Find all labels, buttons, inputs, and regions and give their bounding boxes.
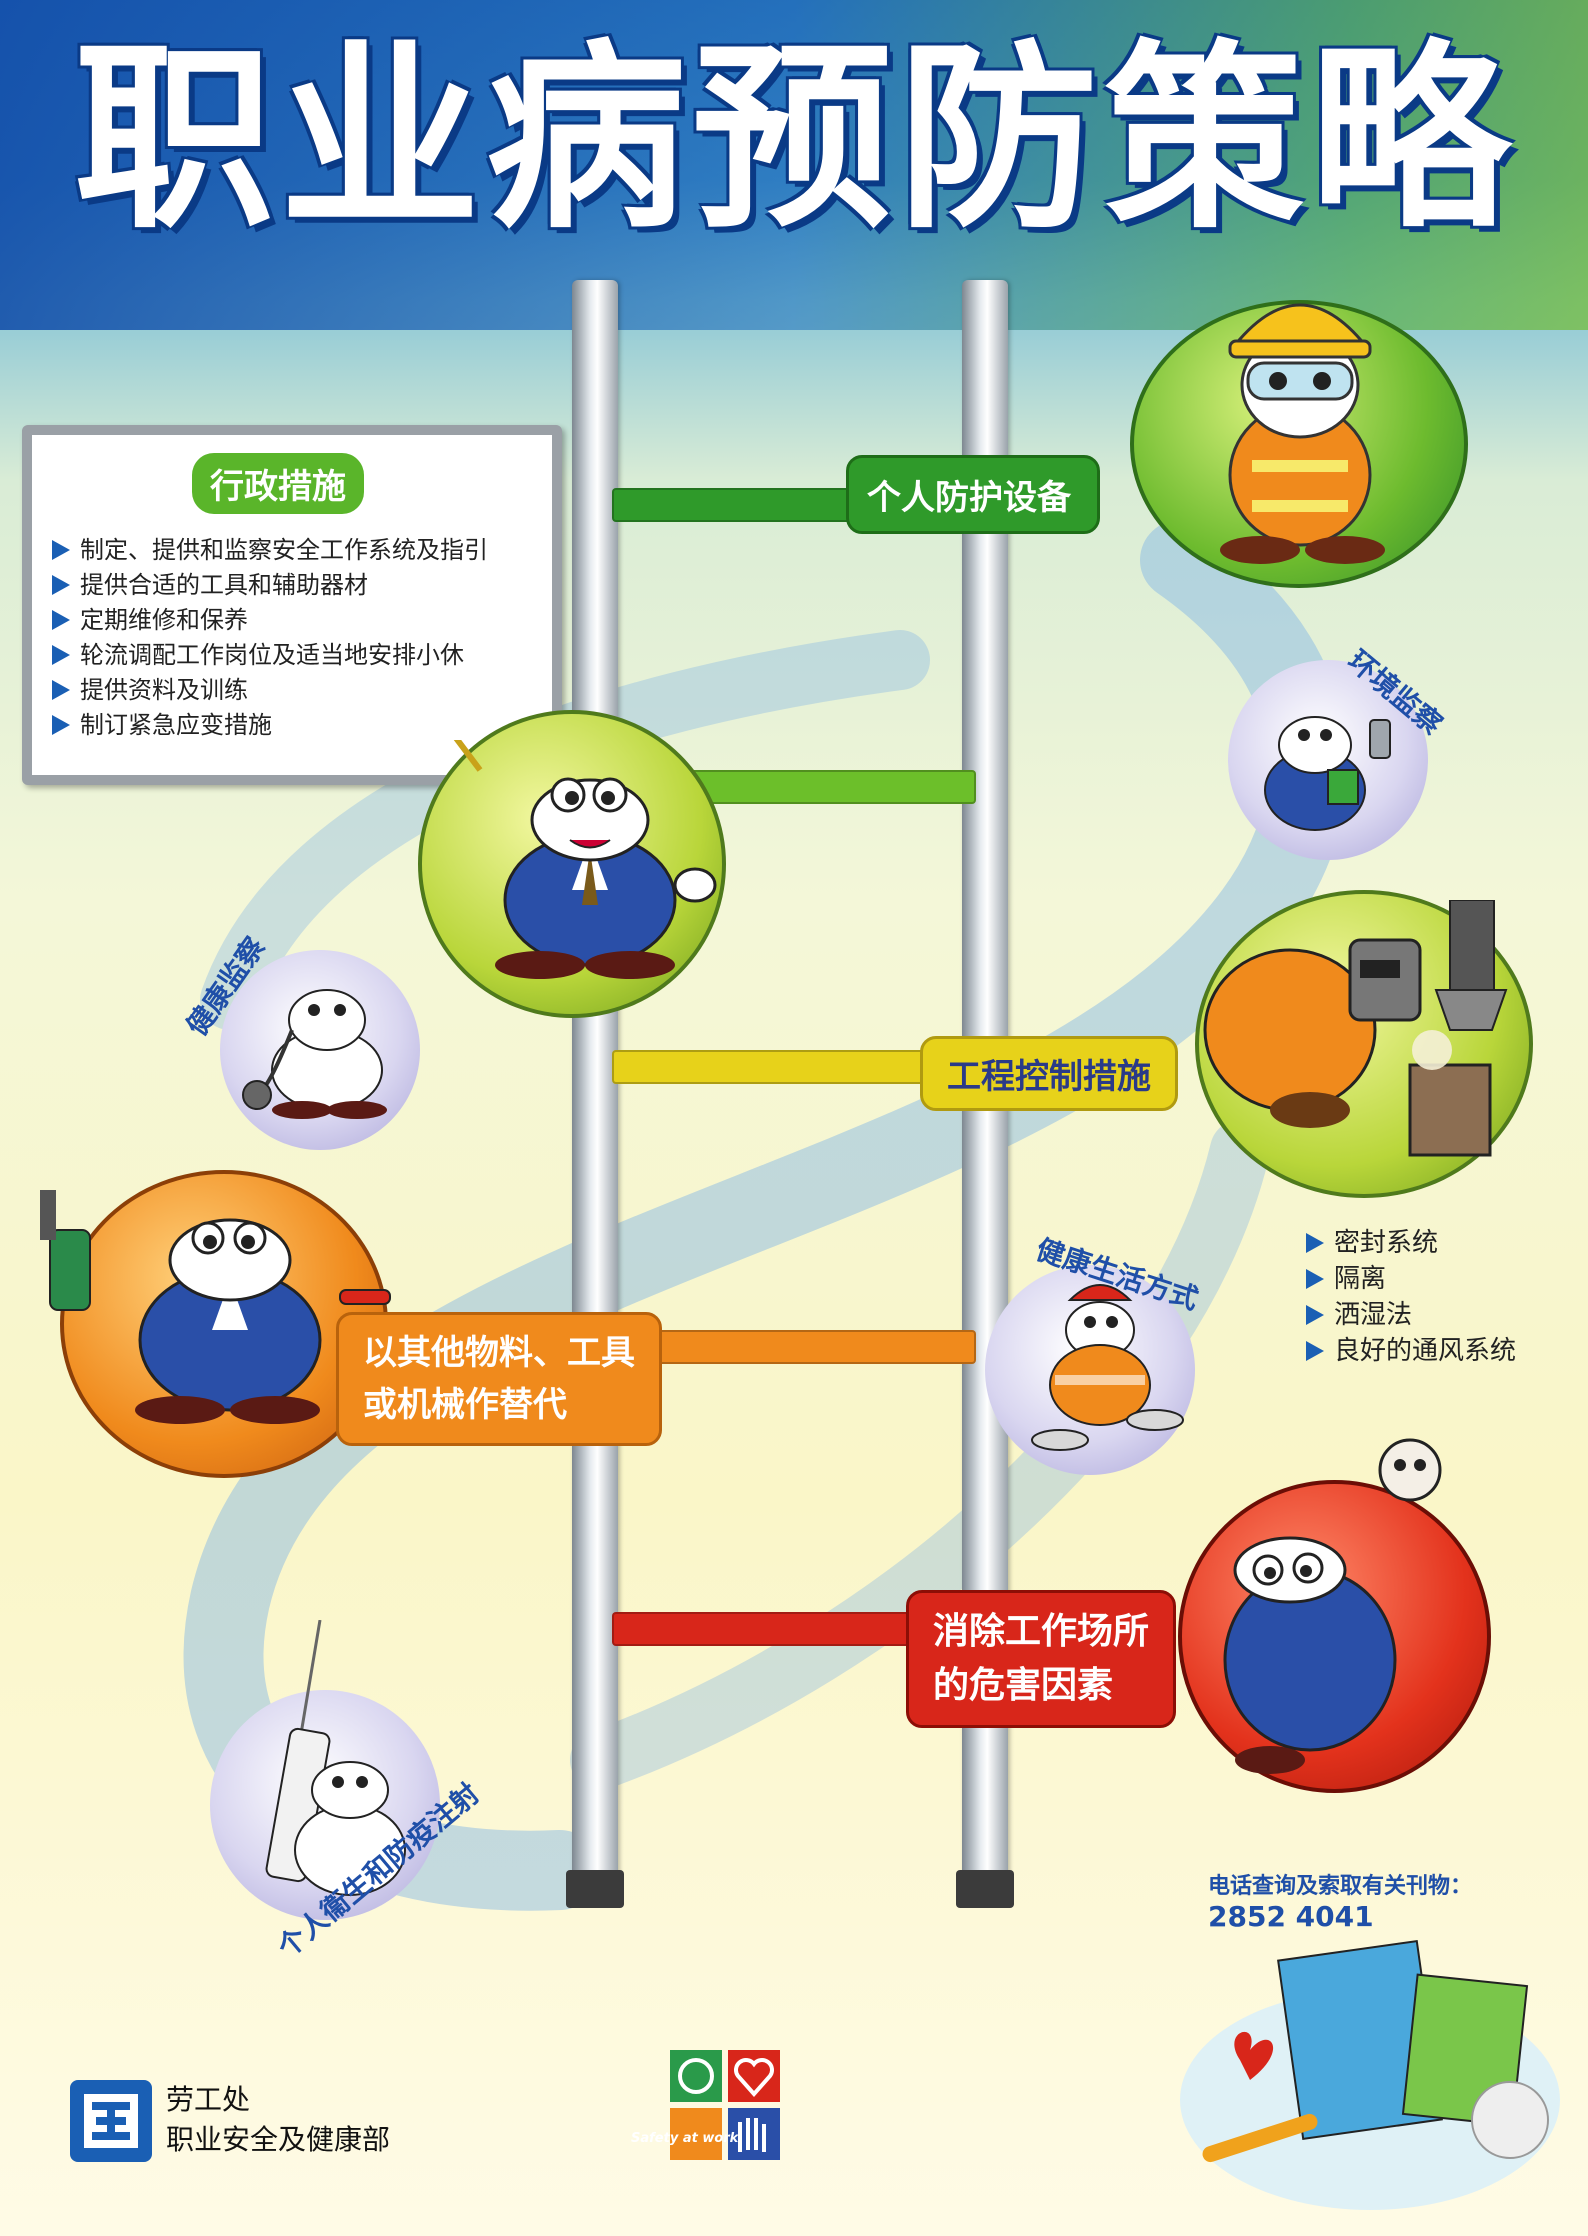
arrow-icon — [52, 645, 70, 665]
contact-phone: 2852 4041 — [1208, 1900, 1374, 1933]
ppe-label: 个人防护设备 — [846, 455, 1100, 534]
arrow-icon — [52, 575, 70, 595]
substitute-label-line2: 或机械作替代 — [363, 1385, 567, 1425]
doctor-illustration — [242, 989, 387, 1119]
arrow-icon — [52, 540, 70, 560]
list-item: 提供合适的工具和辅助器材 — [52, 568, 488, 603]
kicking-hazard-illustration — [1223, 1438, 1442, 1774]
manager-illustration — [453, 740, 717, 979]
list-item: 洒湿法 — [1306, 1297, 1516, 1333]
org-line2: 职业安全及健康部 — [166, 2123, 391, 2156]
admin-list: 制定、提供和监察安全工作系统及指引 提供合适的工具和辅助器材 定期维修和保养 轮… — [52, 533, 488, 743]
ladder-rail-left — [572, 280, 618, 1880]
list-item: 轮流调配工作岗位及适当地安排小休 — [52, 638, 488, 673]
arrow-icon — [1306, 1341, 1324, 1361]
engineering-list: 密封系统 隔离 洒湿法 良好的通风系统 — [1306, 1225, 1516, 1369]
substitute-label: 以其他物料、工具 或机械作替代 — [336, 1312, 662, 1446]
tools-worker-illustration — [40, 1190, 391, 1424]
eliminate-label-line2: 的危害因素 — [933, 1665, 1114, 1706]
engineering-label-text: 工程控制措施 — [947, 1057, 1151, 1097]
list-item: 提供资料及训练 — [52, 673, 488, 708]
list-item: 良好的通风系统 — [1306, 1333, 1516, 1369]
list-item: 密封系统 — [1306, 1225, 1516, 1261]
publications-illustration — [1180, 1940, 1560, 2210]
contact-label: 电话查询及索取有关刊物： — [1208, 1874, 1473, 1899]
admin-title: 行政措施 — [192, 453, 364, 514]
safety-at-work-text: Safety at work — [631, 2131, 740, 2146]
ppe-worker-illustration — [1220, 303, 1385, 564]
list-item: 隔离 — [1306, 1261, 1516, 1297]
list-item: 制定、提供和监察安全工作系统及指引 — [52, 533, 488, 568]
rail-foot-right — [956, 1870, 1014, 1908]
arrow-icon — [1306, 1305, 1324, 1325]
arrow-icon — [52, 610, 70, 630]
labour-dept-logo — [70, 2080, 152, 2162]
welder-illustration — [1203, 900, 1508, 1157]
exercise-illustration — [1031, 1284, 1184, 1451]
list-item: 制订紧急应变措施 — [52, 708, 488, 743]
eliminate-label-line1: 消除工作场所 — [933, 1611, 1150, 1652]
inspector-illustration — [1264, 716, 1391, 831]
page-title: 职业病预防策略 — [73, 23, 1516, 256]
admin-board: 行政措施 制定、提供和监察安全工作系统及指引 提供合适的工具和辅助器材 定期维修… — [22, 425, 562, 785]
ppe-label-text: 个人防护设备 — [867, 478, 1071, 518]
arrow-icon — [1306, 1269, 1324, 1289]
arrow-icon — [1306, 1233, 1324, 1253]
rung-substitute — [612, 1330, 976, 1364]
substitute-label-line1: 以其他物料、工具 — [363, 1333, 635, 1373]
arrow-icon — [52, 680, 70, 700]
rung-engineering — [612, 1050, 976, 1084]
engineering-label: 工程控制措施 — [920, 1036, 1178, 1111]
org-line1: 劳工处 — [166, 2083, 251, 2116]
list-item: 定期维修和保养 — [52, 603, 488, 638]
rail-foot-left — [566, 1870, 624, 1908]
org-name: 劳工处 职业安全及健康部 — [166, 2080, 390, 2160]
safety-at-work-badge: Safety at work — [631, 2050, 780, 2160]
syringe-illustration — [265, 1620, 406, 1896]
eliminate-label: 消除工作场所 的危害因素 — [906, 1590, 1177, 1728]
contact-block: 电话查询及索取有关刊物： 2852 4041 — [1208, 1868, 1472, 1933]
arrow-icon — [52, 715, 70, 735]
labour-dept-logo-icon — [84, 2094, 138, 2148]
